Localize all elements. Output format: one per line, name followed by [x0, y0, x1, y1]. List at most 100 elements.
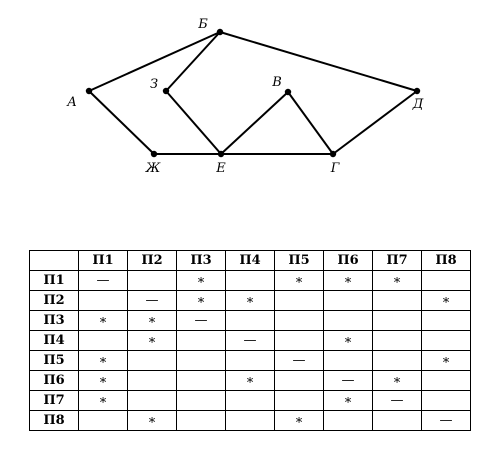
table-cell	[127, 370, 177, 391]
table-cell	[372, 350, 422, 371]
table-cell: ∗	[78, 310, 128, 331]
column-header: П4	[225, 250, 275, 271]
table-row: П3∗∗—	[29, 310, 471, 331]
table-row: П2—∗∗∗	[29, 290, 471, 311]
node-G	[329, 150, 337, 158]
table-cell: —	[323, 370, 373, 391]
node-D	[413, 87, 421, 95]
table-cell: ∗	[274, 410, 324, 431]
table-cell	[372, 410, 422, 431]
edge-A-Zh	[88, 90, 155, 155]
table-cell: ∗	[421, 290, 471, 311]
table-cell: ∗	[225, 290, 275, 311]
table-cell	[274, 390, 324, 411]
table-cell: —	[421, 410, 471, 431]
edge-V-G	[287, 91, 334, 155]
table-cell	[323, 410, 373, 431]
node-label-G: Г	[330, 161, 340, 176]
row-header: П1	[29, 270, 79, 291]
column-header: П7	[372, 250, 422, 271]
table-cell	[127, 390, 177, 411]
table-cell	[225, 410, 275, 431]
node-label-V: В	[271, 75, 282, 90]
column-header: П5	[274, 250, 324, 271]
table-cell	[78, 330, 128, 351]
row-header: П7	[29, 390, 79, 411]
table-cell	[78, 410, 128, 431]
column-header: П8	[421, 250, 471, 271]
table-cell	[225, 350, 275, 371]
table-cell	[274, 370, 324, 391]
node-B	[216, 28, 224, 36]
table-cell: ∗	[176, 270, 226, 291]
table-cell: ∗	[78, 350, 128, 371]
column-header: П2	[127, 250, 177, 271]
table-cell: ∗	[176, 290, 226, 311]
table-cell	[274, 290, 324, 311]
row-header: П6	[29, 370, 79, 391]
table-cell	[274, 330, 324, 351]
table-cell	[274, 310, 324, 331]
node-label-D: Д	[412, 97, 424, 112]
table-cell	[421, 270, 471, 291]
column-header: П3	[176, 250, 226, 271]
table-cell: —	[78, 270, 128, 291]
table-cell: ∗	[421, 350, 471, 371]
table-cell: ∗	[127, 410, 177, 431]
edge-Z-E	[165, 90, 222, 155]
node-A	[85, 87, 93, 95]
edge-B-Z	[165, 31, 221, 92]
table-cell: ∗	[323, 270, 373, 291]
table-cell	[225, 390, 275, 411]
edge-A-B	[88, 31, 221, 92]
edge-E-V	[220, 91, 289, 155]
table-row: П8∗∗—	[29, 410, 471, 431]
table-cell	[176, 370, 226, 391]
node-V	[284, 88, 292, 96]
table-cell: —	[176, 310, 226, 331]
node-label-A: А	[66, 95, 77, 110]
node-label-E: Е	[215, 161, 226, 176]
table-cell	[176, 390, 226, 411]
table-cell	[372, 290, 422, 311]
edge-G-D	[332, 90, 418, 155]
column-header: П6	[323, 250, 373, 271]
row-header: П4	[29, 330, 79, 351]
table-cell	[225, 310, 275, 331]
table-cell	[323, 350, 373, 371]
table-cell: —	[372, 390, 422, 411]
table-cell: ∗	[225, 370, 275, 391]
row-header: П3	[29, 310, 79, 331]
node-E	[217, 150, 225, 158]
table-cell: ∗	[372, 370, 422, 391]
node-label-Z: З	[150, 77, 158, 92]
node-Z	[162, 87, 170, 95]
table-cell	[421, 310, 471, 331]
table-cell	[421, 390, 471, 411]
table-cell	[78, 290, 128, 311]
table-cell	[372, 330, 422, 351]
table-cell	[372, 310, 422, 331]
table-cell: ∗	[78, 390, 128, 411]
table-cell: ∗	[78, 370, 128, 391]
table-cell	[176, 330, 226, 351]
table-cell	[127, 350, 177, 371]
node-label-Zh: Ж	[145, 161, 161, 176]
table-cell: —	[225, 330, 275, 351]
table-cell: ∗	[274, 270, 324, 291]
table-cell: —	[127, 290, 177, 311]
column-header: П1	[78, 250, 128, 271]
table-row: П4∗—∗	[29, 330, 471, 351]
table-cell: ∗	[323, 330, 373, 351]
graph-edges	[88, 31, 418, 155]
table-cell: ∗	[323, 390, 373, 411]
row-header: П5	[29, 350, 79, 371]
table-row: П1—∗∗∗∗	[29, 270, 471, 291]
row-header: П2	[29, 290, 79, 311]
table-body: П1—∗∗∗∗П2—∗∗∗П3∗∗—П4∗—∗П5∗—∗П6∗∗—∗П7∗∗—П…	[29, 270, 471, 431]
table-cell: ∗	[127, 310, 177, 331]
